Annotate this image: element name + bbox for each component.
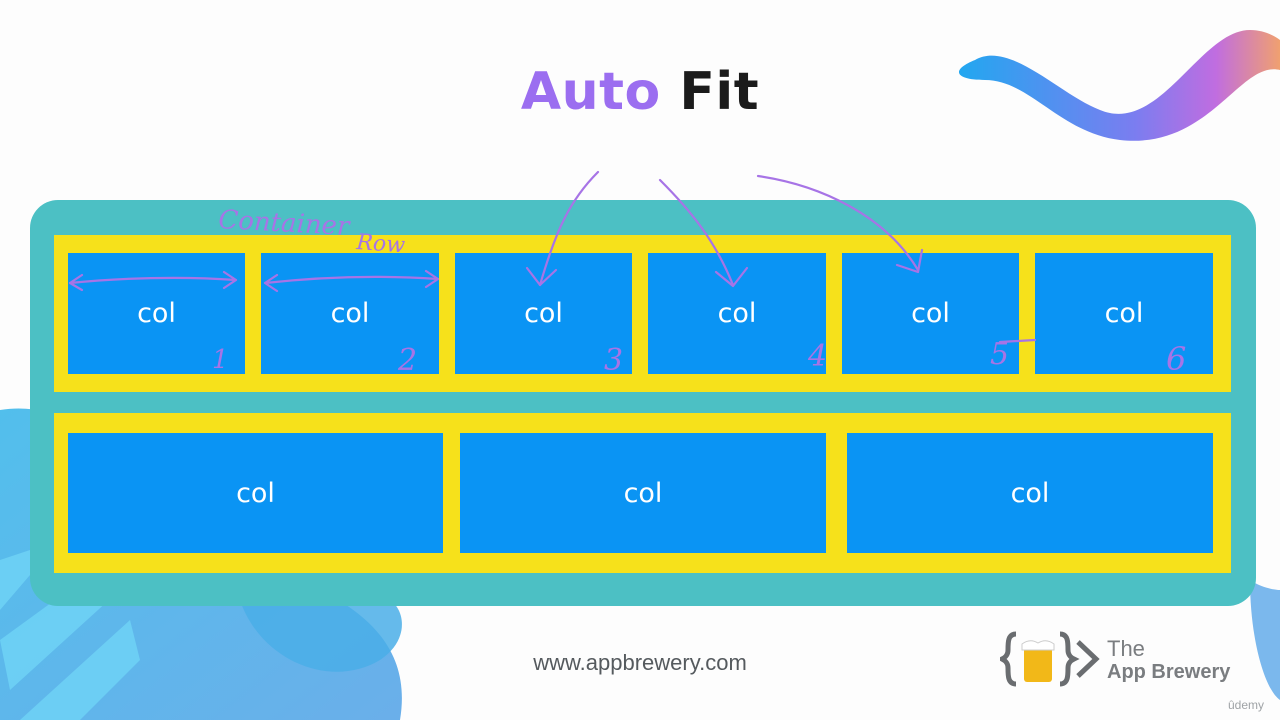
udemy-watermark: ûdemy	[1228, 698, 1265, 712]
row1-col-2: col	[261, 253, 439, 374]
row-1	[54, 235, 1231, 392]
row2-col-3: col	[847, 433, 1213, 553]
footer-url: www.appbrewery.com	[533, 650, 747, 675]
row1-col-6: col	[1035, 253, 1213, 374]
row2-col-2: col	[460, 433, 826, 553]
row1-col-4: col	[648, 253, 826, 374]
row1-col-5: col	[842, 253, 1019, 374]
row1-col-3: col	[455, 253, 632, 374]
app-brewery-logo-icon	[1000, 631, 1100, 687]
title-auto: Auto	[520, 62, 661, 122]
bottom-mid-blob	[240, 600, 402, 672]
slide-title: Auto Fit	[0, 62, 1280, 122]
bottom-right-blob	[1250, 580, 1280, 700]
row1-col-1: col	[68, 253, 245, 374]
brand-name: App Brewery	[1107, 661, 1231, 683]
brand-the: The	[1107, 636, 1145, 661]
title-fit: Fit	[679, 62, 760, 122]
row2-col-1: col	[68, 433, 443, 553]
top-right-wave	[958, 30, 1280, 141]
